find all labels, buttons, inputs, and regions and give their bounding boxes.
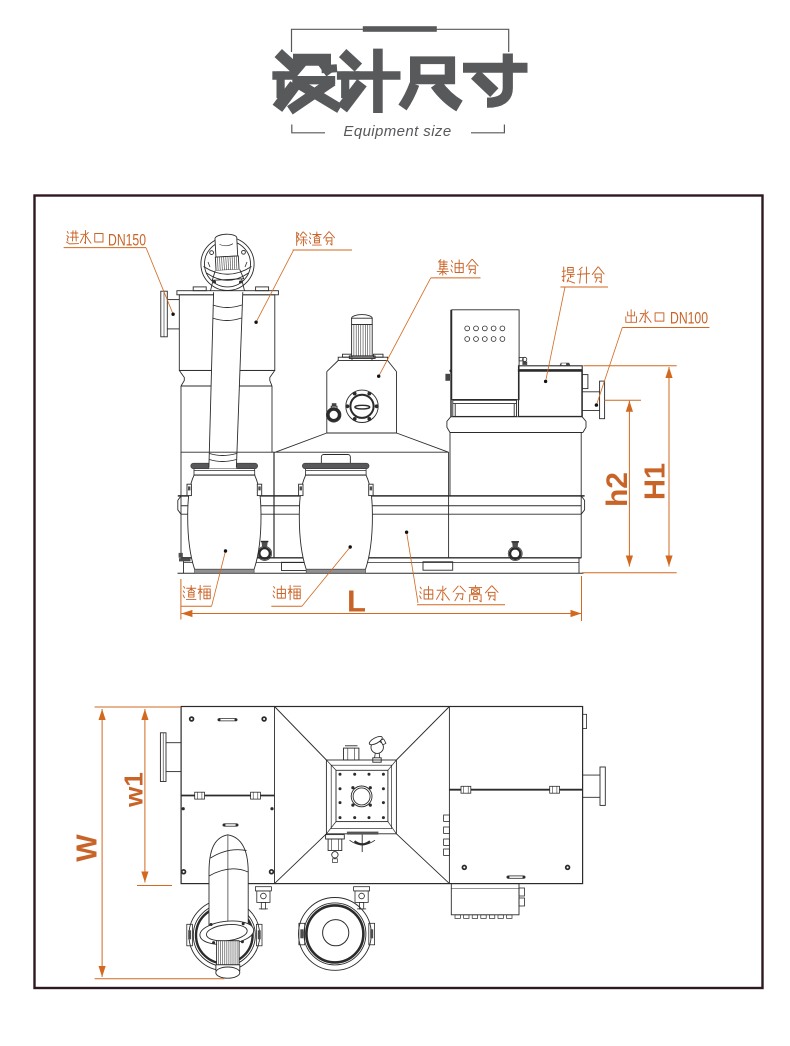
svg-text:DN150: DN150	[108, 231, 146, 250]
svg-text:DN100: DN100	[670, 309, 708, 328]
svg-text:L: L	[347, 584, 366, 619]
svg-text:h2: h2	[601, 472, 634, 507]
svg-text:Equipment size: Equipment size	[343, 123, 451, 140]
svg-text:W: W	[72, 834, 104, 862]
svg-text:H1: H1	[640, 463, 672, 500]
svg-text:w1: w1	[119, 772, 149, 808]
